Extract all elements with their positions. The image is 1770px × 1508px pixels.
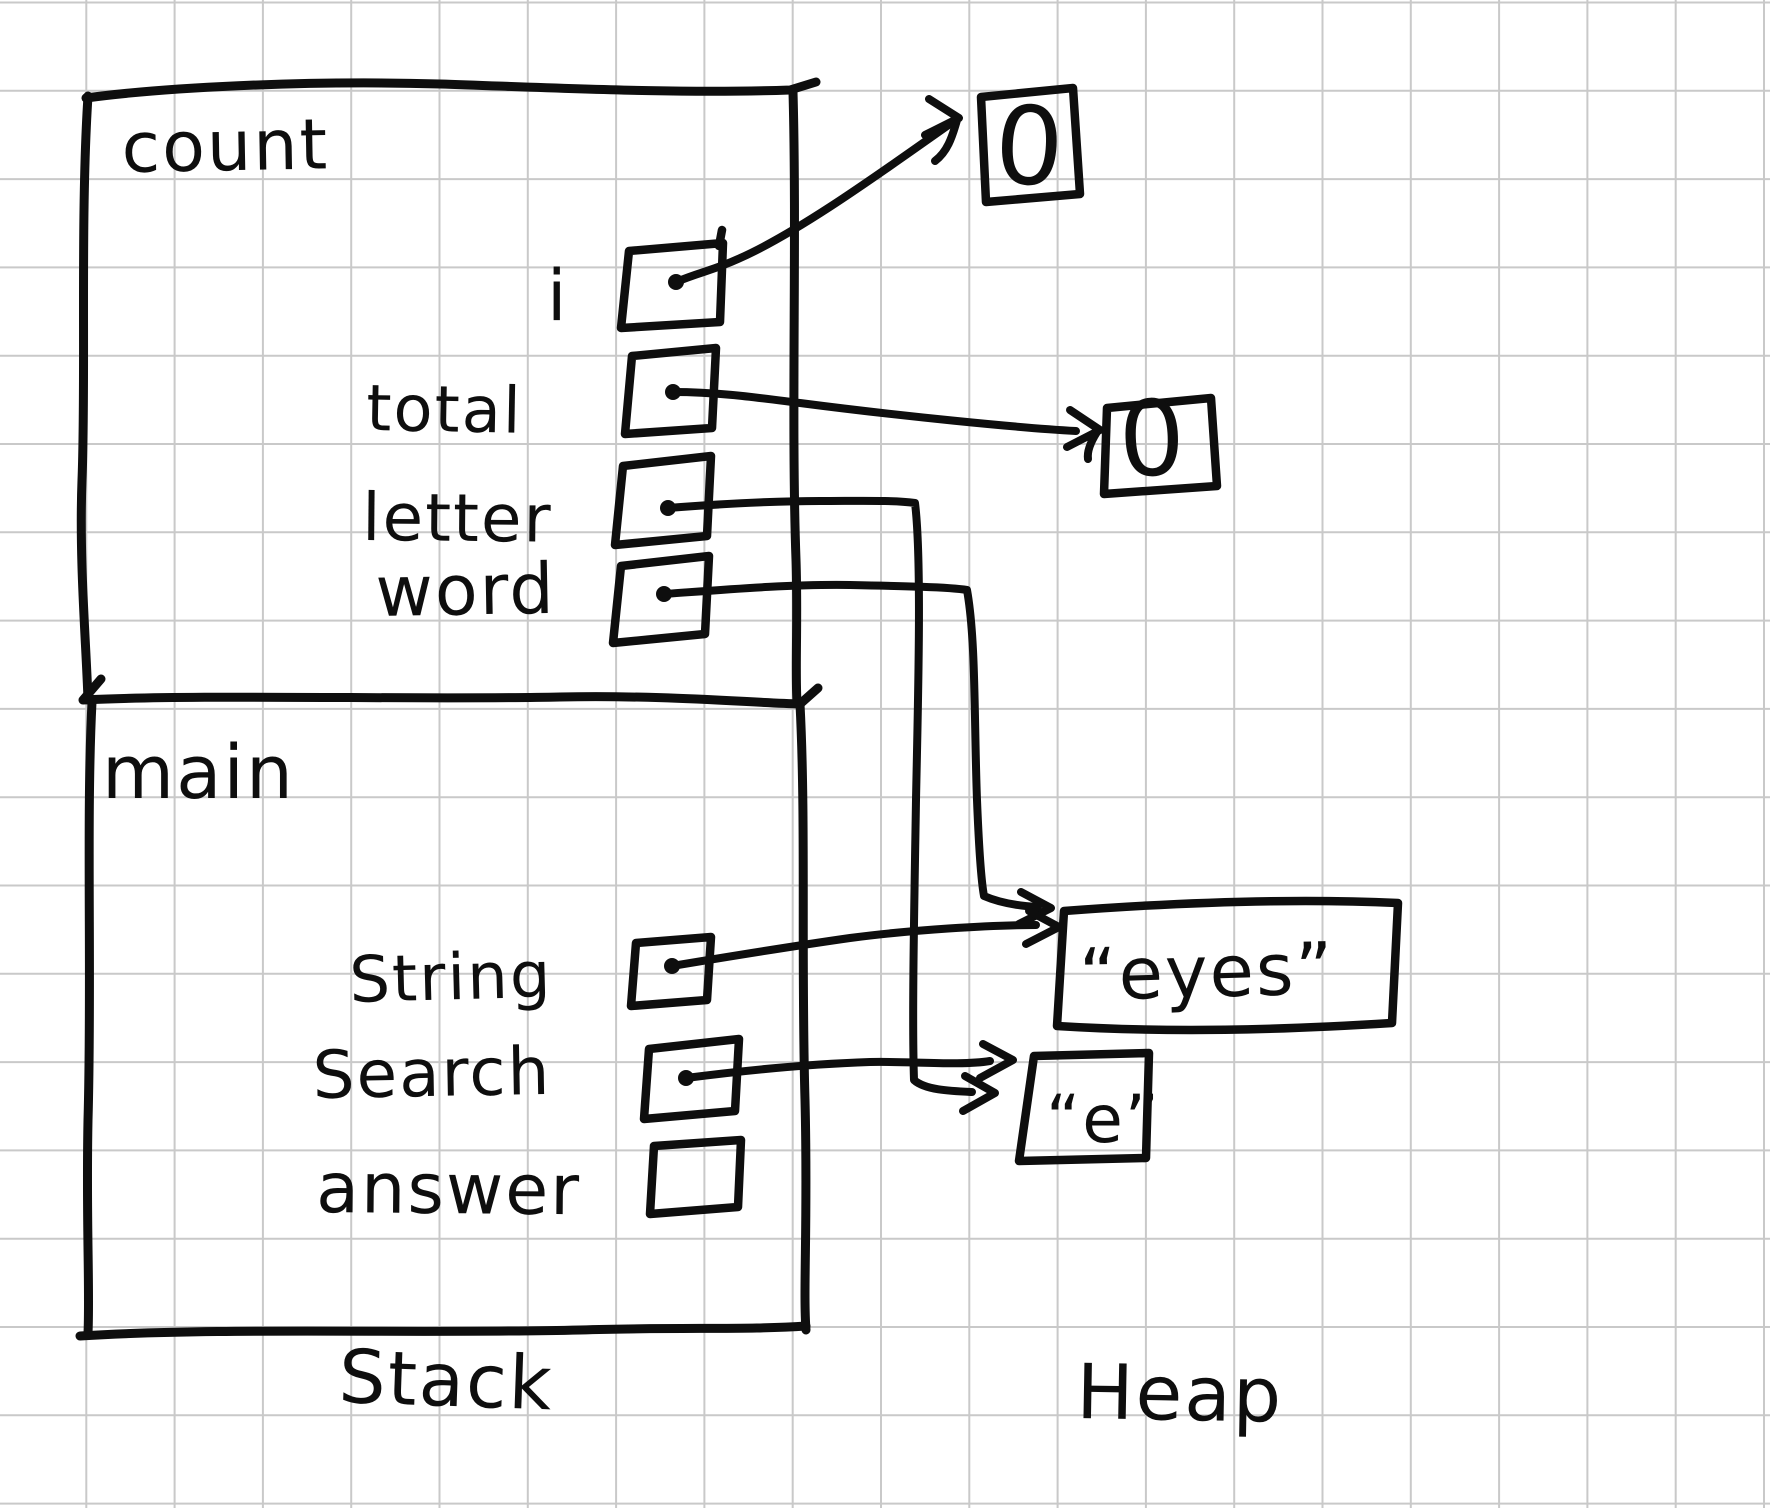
heap-int-box-a-outline	[976, 83, 1085, 207]
main-frame-right-edge	[795, 699, 811, 1335]
heap-string-box-eyes: “eyes”	[1052, 896, 1403, 1035]
variable-search: Search	[312, 1033, 744, 1124]
heap-string-box-e: “e”	[1014, 1048, 1161, 1166]
variable-letter-label: letter	[362, 479, 553, 558]
arrow-word-line	[660, 580, 1042, 911]
variable-search-label: Search	[312, 1033, 552, 1114]
heap-int-box-a: 0	[976, 83, 1085, 212]
variable-total-label: total	[366, 372, 524, 449]
heap-int-box-b-outline	[1099, 393, 1222, 499]
heap-string-value-e: “e”	[1046, 1081, 1161, 1158]
arrow-total-arrowhead-icon	[1063, 406, 1104, 463]
variable-total: total	[366, 343, 721, 449]
arrow-string-arrowhead-icon	[1022, 907, 1063, 948]
count-frame-top-edge	[81, 77, 821, 103]
main-frame-left-edge	[82, 697, 97, 1338]
heap-int-value-b: 0	[1117, 377, 1189, 501]
main-frame-bottom-edge	[75, 1321, 811, 1341]
arrow-word-arrowhead-icon	[1015, 888, 1055, 928]
count-frame-right-edge	[788, 87, 802, 707]
arrow-total-line	[669, 388, 1080, 435]
count-frame-label: count	[121, 103, 330, 189]
variable-i: i	[547, 225, 728, 337]
variable-search-box	[639, 1034, 744, 1124]
variable-answer-box	[645, 1135, 746, 1219]
heap-string-box-eyes-outline	[1052, 896, 1403, 1035]
arrow-string-to-string-eyes	[668, 907, 1063, 970]
variable-letter: letter	[362, 451, 716, 558]
variable-answer-label: answer	[316, 1147, 582, 1231]
arrow-i-arrowhead-icon	[921, 95, 963, 165]
arrow-i-to-int-a	[672, 95, 963, 286]
arrow-total-to-int-b	[669, 388, 1104, 463]
arrow-search-to-string-e	[682, 1040, 1017, 1082]
variable-answer: answer	[316, 1135, 746, 1231]
main-frame-label: main	[102, 730, 295, 816]
arrow-search-line	[682, 1057, 994, 1082]
count-frame-left-edge	[76, 91, 93, 705]
arrow-search-arrowhead-icon	[976, 1040, 1017, 1082]
count-frame	[76, 77, 821, 707]
variable-letter-box	[610, 451, 716, 550]
arrow-i-line	[672, 120, 954, 286]
variable-word-label: word	[375, 548, 556, 633]
heap-int-value-a: 0	[992, 83, 1069, 212]
heap-string-box-e-outline	[1014, 1048, 1154, 1166]
arrow-letter-arrowhead-icon	[959, 1072, 999, 1115]
variable-word-box	[608, 551, 714, 648]
arrow-word-to-string-eyes	[660, 580, 1055, 928]
variable-word: word	[375, 548, 714, 648]
frame-divider-line	[78, 674, 823, 709]
variable-total-box	[620, 343, 721, 439]
variable-string-label: String	[348, 939, 553, 1018]
stack-region-label: Stack	[337, 1334, 555, 1427]
variable-i-box	[616, 225, 728, 333]
main-frame	[75, 697, 811, 1341]
heap-string-value-eyes: “eyes”	[1078, 926, 1335, 1017]
heap-int-box-b: 0	[1099, 377, 1222, 501]
arrow-string-line	[668, 921, 1040, 970]
variable-i-label: i	[547, 255, 568, 337]
variable-string-box	[626, 932, 716, 1011]
heap-region-label: Heap	[1076, 1347, 1284, 1440]
variable-string: String	[348, 932, 716, 1018]
